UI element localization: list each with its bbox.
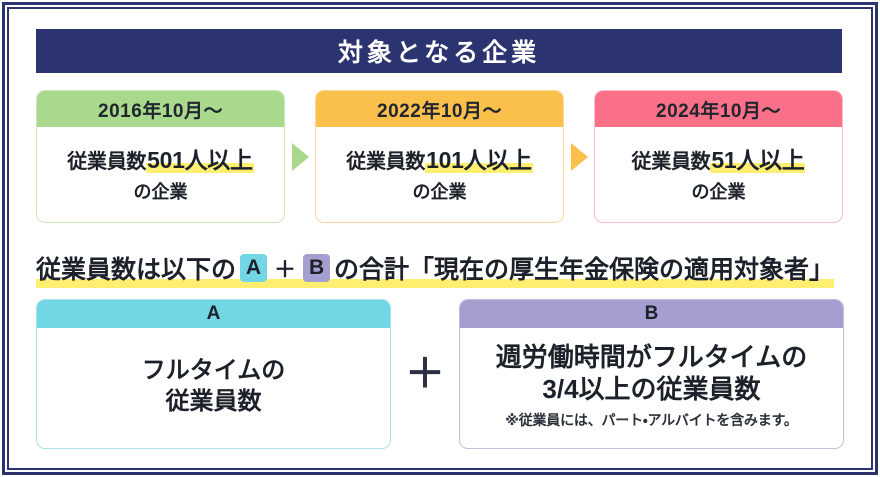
phase-card-2016: 2016年10月〜 従業員数501人以上 の企業 (36, 90, 285, 223)
definition-box-row: A フルタイムの 従業員数 ＋ B 週労働時間がフルタイムの 3/4以上の従業員… (36, 299, 844, 449)
phase-card-2022: 2022年10月〜 従業員数101人以上 の企業 (315, 90, 564, 223)
phase-card-2016-threshold: 501人以上 (146, 147, 254, 173)
formula-badge-a: A (240, 254, 268, 282)
definition-box-a: A フルタイムの 従業員数 (36, 299, 391, 449)
phase-card-2022-threshold-line: 従業員数101人以上 (346, 141, 533, 175)
phase-card-2016-prefix: 従業員数 (67, 151, 147, 173)
definition-box-b-body: 週労働時間がフルタイムの 3/4以上の従業員数 ※従業員には、パート・アルバイト… (460, 328, 843, 448)
phase-card-2024: 2024年10月〜 従業員数51人以上 の企業 (594, 90, 843, 223)
definition-box-a-text: フルタイムの 従業員数 (142, 355, 286, 417)
formula-plus-sign: ＋ (274, 257, 297, 282)
phase-card-2022-body: 従業員数101人以上 の企業 (316, 127, 563, 222)
definition-box-a-line1: フルタイムの (141, 356, 286, 384)
phase-card-2024-suffix: の企業 (691, 182, 746, 202)
arrow-orange-icon (564, 90, 594, 223)
phase-card-row: 2016年10月〜 従業員数501人以上 の企業 2022年10月〜 従業員数1… (36, 90, 844, 223)
formula-badge-b: B (303, 254, 331, 282)
definition-box-a-line2: 従業員数 (165, 388, 262, 415)
definition-box-a-body: フルタイムの 従業員数 (37, 328, 390, 448)
phase-card-2024-body: 従業員数51人以上 の企業 (595, 127, 842, 222)
phase-card-2024-prefix: 従業員数 (631, 151, 711, 173)
arrow-green-icon (285, 90, 315, 223)
infographic-content: 対象となる企業 2016年10月〜 従業員数501人以上 の企業 2022年10… (14, 14, 866, 463)
definition-box-b-line2: 3/4以上の従業員数 (542, 374, 761, 404)
definition-box-b-line1: 週労働時間がフルタイムの (495, 342, 808, 373)
definition-box-b-note: ※従業員には、パート・アルバイトを含みます。 (505, 411, 798, 428)
formula-highlighted-run: 従業員数は以下の A ＋ B の合計「現在の厚生年金保険の適用対象者」 (36, 250, 835, 288)
phase-card-2024-threshold-line: 従業員数51人以上 (632, 141, 806, 175)
formula-lead-text: 従業員数は以下の (36, 256, 237, 284)
phase-card-2016-period: 2016年10月〜 (37, 91, 284, 127)
phase-card-2022-suffix: の企業 (412, 182, 467, 202)
formula-tail-text: の合計「現在の厚生年金保険の適用対象者」 (334, 256, 835, 284)
phase-card-2024-threshold: 51人以上 (710, 147, 806, 173)
definition-box-a-label: A (37, 300, 390, 328)
definition-box-b-label: B (460, 300, 843, 328)
phase-card-2024-period: 2024年10月〜 (595, 91, 842, 127)
definition-box-b-text: 週労働時間がフルタイムの 3/4以上の従業員数 (496, 342, 807, 405)
page-title: 対象となる企業 (36, 29, 842, 73)
phase-card-2016-suffix: の企業 (133, 182, 188, 202)
definition-box-b: B 週労働時間がフルタイムの 3/4以上の従業員数 ※従業員には、パート・アルバ… (459, 299, 844, 449)
phase-card-2022-threshold: 101人以上 (425, 147, 533, 173)
formula-statement: 従業員数は以下の A ＋ B の合計「現在の厚生年金保険の適用対象者」 (36, 246, 844, 292)
phase-card-2016-body: 従業員数501人以上 の企業 (37, 127, 284, 222)
phase-card-2016-threshold-line: 従業員数501人以上 (67, 141, 254, 175)
plus-icon: ＋ (405, 352, 445, 396)
phase-card-2022-period: 2022年10月〜 (316, 91, 563, 127)
phase-card-2022-prefix: 従業員数 (346, 151, 426, 173)
